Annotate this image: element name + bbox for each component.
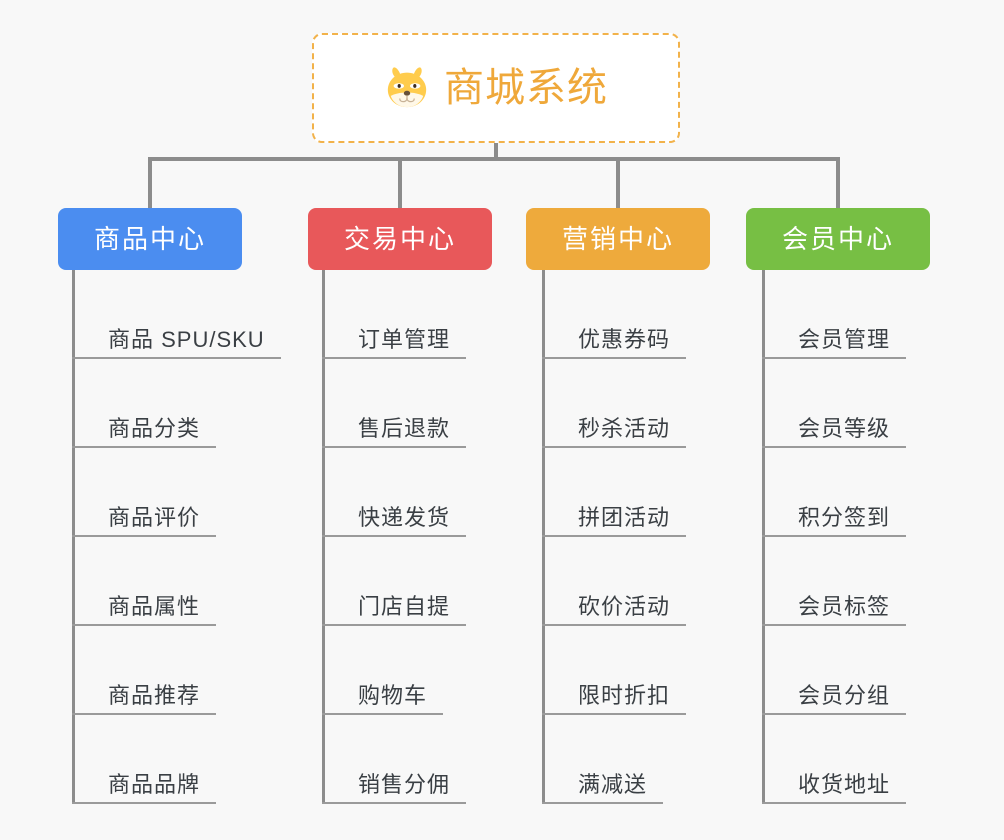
leaf-spine xyxy=(542,270,545,804)
leaf-label: 商品评价 xyxy=(108,505,201,530)
leaf-rule xyxy=(72,535,216,537)
leaf-rule xyxy=(72,802,216,804)
leaf-rule xyxy=(542,624,686,626)
leaf-rule xyxy=(72,357,281,359)
category-box-2[interactable]: 营销中心 xyxy=(526,208,710,270)
leaf-rule xyxy=(762,713,906,715)
leaf-rule xyxy=(322,802,466,804)
leaf-rule xyxy=(72,713,216,715)
connector-drop-2 xyxy=(398,157,402,208)
leaf-rule xyxy=(762,802,906,804)
leaf-label: 积分签到 xyxy=(798,505,891,530)
leaf-label: 会员管理 xyxy=(798,327,891,352)
root-title: 商城系统 xyxy=(444,66,608,110)
leaf-label: 优惠券码 xyxy=(578,327,671,352)
leaf-rule xyxy=(762,624,906,626)
root-node[interactable]: 商城系统 xyxy=(312,33,680,143)
connector-drop-1 xyxy=(148,157,152,208)
leaf-label: 商品 SPU/SKU xyxy=(108,327,265,352)
connector-drop-4 xyxy=(836,157,840,208)
leaf-rule xyxy=(72,446,216,448)
leaf-rule xyxy=(762,357,906,359)
category-label: 商品中心 xyxy=(93,224,206,254)
leaf-rule xyxy=(542,535,686,537)
category-label: 交易中心 xyxy=(343,224,456,254)
leaf-rule xyxy=(72,624,216,626)
leaf-rule xyxy=(542,357,686,359)
connector-drop-3 xyxy=(616,157,620,208)
connector-horizontal-bus xyxy=(148,157,840,161)
leaf-rule xyxy=(322,535,466,537)
leaf-label: 秒杀活动 xyxy=(578,416,671,441)
leaf-label: 门店自提 xyxy=(358,594,451,619)
leaf-spine xyxy=(762,270,765,804)
leaf-label: 商品推荐 xyxy=(108,683,201,708)
leaf-label: 商品分类 xyxy=(108,416,201,441)
leaf-label: 商品属性 xyxy=(108,594,201,619)
leaf-label: 商品品牌 xyxy=(108,772,201,797)
leaf-label: 会员等级 xyxy=(798,416,891,441)
leaf-label: 销售分佣 xyxy=(358,772,451,797)
leaf-label: 会员标签 xyxy=(798,594,891,619)
leaf-rule xyxy=(542,802,663,804)
leaf-label: 会员分组 xyxy=(798,683,891,708)
dog-face-icon xyxy=(387,67,427,108)
leaf-label: 砍价活动 xyxy=(578,594,671,619)
leaf-label: 收货地址 xyxy=(798,772,891,797)
leaf-spine xyxy=(322,270,325,804)
leaf-rule xyxy=(322,357,466,359)
leaf-label: 限时折扣 xyxy=(578,683,671,708)
leaf-spine xyxy=(72,270,75,804)
leaf-label: 订单管理 xyxy=(358,327,451,352)
leaf-rule xyxy=(322,713,443,715)
leaf-label: 快递发货 xyxy=(358,505,451,530)
leaf-label: 售后退款 xyxy=(358,416,451,441)
leaf-rule xyxy=(762,535,906,537)
leaf-label: 购物车 xyxy=(358,683,428,708)
category-box-3[interactable]: 会员中心 xyxy=(746,208,930,270)
category-box-1[interactable]: 交易中心 xyxy=(308,208,492,270)
leaf-rule xyxy=(322,446,466,448)
category-label: 会员中心 xyxy=(781,224,894,254)
leaf-rule xyxy=(322,624,466,626)
leaf-label: 拼团活动 xyxy=(578,505,671,530)
leaf-rule xyxy=(542,713,686,715)
leaf-rule xyxy=(762,446,906,448)
category-box-0[interactable]: 商品中心 xyxy=(58,208,242,270)
leaf-rule xyxy=(542,446,686,448)
connector-root-stem xyxy=(494,143,498,160)
leaf-label: 满减送 xyxy=(578,772,648,797)
category-label: 营销中心 xyxy=(561,224,674,254)
